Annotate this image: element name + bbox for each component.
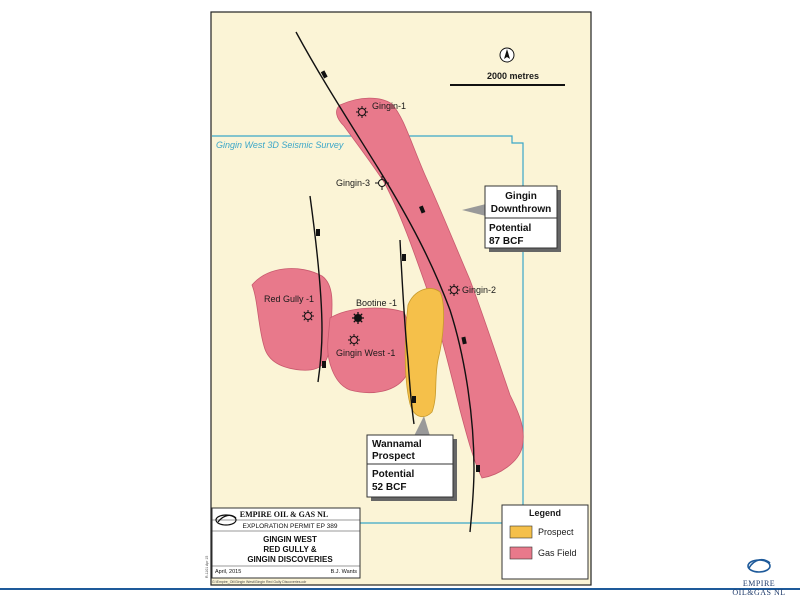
fault-tick	[476, 465, 480, 472]
red-gully-fault	[309, 195, 323, 383]
title-date: April, 2015	[215, 569, 241, 575]
wannamal-fault	[399, 239, 415, 425]
gas-well-icon	[448, 284, 460, 296]
fault-tick	[412, 396, 416, 403]
footer-brand: EMPIRE OIL&GAS NL	[732, 579, 786, 597]
well-red-gully-1: Red Gully -1	[264, 294, 314, 322]
legend-title: Legend	[529, 508, 561, 518]
svg-text:Gingin West -1: Gingin West -1	[336, 348, 395, 358]
title-line-3: GINGIN DISCOVERIES	[247, 555, 333, 564]
svg-text:Red Gully -1: Red Gully -1	[264, 294, 314, 304]
red-gully-gas-field	[251, 268, 333, 371]
fault-tick	[419, 205, 426, 214]
north-arrow	[499, 47, 515, 63]
empire-logo-icon	[747, 558, 771, 573]
dry-well-icon	[375, 176, 389, 190]
title-side-ref: R-1101 Apr 15	[205, 556, 209, 578]
title-block-box	[211, 507, 361, 579]
title-file-path: G:\Empire_Oil\Gingin West\Gingin Red Gul…	[212, 580, 307, 584]
footer-divider	[0, 588, 800, 590]
svg-text:Gingin-3: Gingin-3	[336, 178, 370, 188]
callout-box	[366, 434, 454, 498]
svg-text:87 BCF: 87 BCF	[489, 236, 523, 247]
main-fault	[295, 31, 475, 533]
legend-swatch-prospect	[509, 525, 533, 539]
wannamal-prospect	[404, 288, 445, 418]
fault-tick	[461, 336, 467, 345]
well-gingin-1: Gingin-1	[356, 101, 406, 118]
legend-box	[501, 504, 589, 580]
title-line-1: GINGIN WEST	[263, 535, 317, 544]
gas-discovery-icon	[352, 312, 364, 324]
callout-pointer	[414, 416, 430, 436]
title-permit: EXPLORATION PERMIT EP 389	[242, 523, 337, 530]
survey-label: Gingin West 3D Seismic Survey	[216, 140, 344, 150]
callout-pointer	[462, 204, 486, 216]
title-line-2: RED GULLY &	[263, 545, 317, 554]
svg-text:Prospect: Prospect	[372, 451, 415, 462]
svg-text:Gingin-2: Gingin-2	[462, 285, 496, 295]
title-company: EMPIRE OIL & GAS NL	[240, 510, 328, 519]
legend-label-prospect: Prospect	[538, 527, 574, 537]
fault-tick	[322, 361, 326, 368]
legend: Legend Prospect Gas Field	[501, 504, 589, 580]
svg-text:Downthrown: Downthrown	[491, 204, 552, 215]
company-logo-icon	[215, 514, 237, 526]
svg-text:Gingin-1: Gingin-1	[372, 101, 406, 111]
well-gingin-2: Gingin-2	[448, 284, 496, 296]
footer-logo: EMPIRE OIL&GAS NL	[724, 556, 794, 597]
svg-text:Potential: Potential	[489, 223, 531, 234]
title-author: B.J. Wants	[331, 569, 358, 575]
well-bootine-1: Bootine -1	[352, 298, 397, 324]
well-gingin-3: Gingin-3	[336, 176, 389, 190]
gas-well-icon	[348, 334, 360, 346]
legend-swatch-gas-field	[509, 546, 533, 560]
gas-well-icon	[302, 310, 314, 322]
svg-text:52 BCF: 52 BCF	[372, 482, 406, 493]
well-gingin-west-1: Gingin West -1	[336, 334, 395, 358]
callout-wannamal-prospect: Wannamal Prospect Potential 52 BCF	[366, 416, 457, 501]
callout-box	[484, 185, 558, 249]
scale-bar	[450, 84, 565, 86]
svg-text:Potential: Potential	[372, 469, 414, 480]
callout-gingin-downthrown: Gingin Downthrown Potential 87 BCF	[462, 185, 561, 252]
legend-label-gas-field: Gas Field	[538, 548, 577, 558]
seismic-survey-boundary	[212, 135, 524, 524]
gas-well-icon	[356, 106, 368, 118]
title-block: EMPIRE OIL & GAS NL EXPLORATION PERMIT E…	[205, 507, 361, 584]
svg-text:Wannamal: Wannamal	[372, 439, 422, 450]
fault-tick	[402, 254, 406, 261]
scale-bar-label: 2000 metres	[487, 71, 539, 81]
fault-tick	[320, 70, 328, 79]
svg-text:Bootine -1: Bootine -1	[356, 298, 397, 308]
svg-text:Gingin: Gingin	[505, 191, 537, 202]
fault-tick	[316, 229, 320, 236]
